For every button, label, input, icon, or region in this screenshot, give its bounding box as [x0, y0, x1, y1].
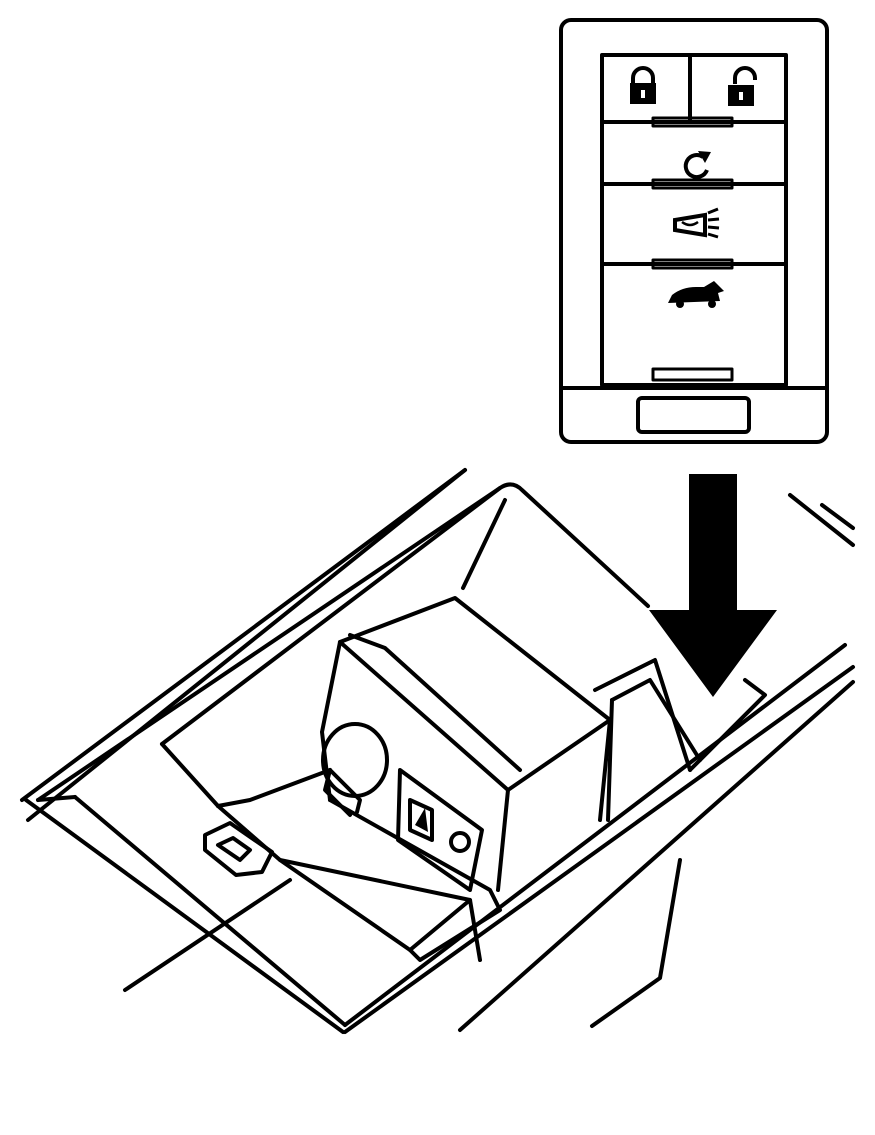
- center-console: [20, 468, 855, 1034]
- bin-floor: [216, 804, 482, 962]
- console-edge: [458, 680, 855, 1032]
- pocket-edge: [496, 788, 510, 892]
- down-arrow: [649, 474, 777, 697]
- console-edge: [24, 798, 345, 1034]
- circular-arrow-icon: [683, 151, 711, 180]
- bin-floor: [216, 768, 332, 808]
- transmitter-pocket-lip: [348, 633, 522, 772]
- console-edge: [36, 795, 77, 802]
- storage-bin-rim: [688, 678, 767, 772]
- fob-button-panel: [600, 53, 788, 387]
- fob-ridge: [651, 367, 734, 382]
- fob-ridge: [651, 116, 734, 128]
- fob-ridge: [651, 178, 734, 190]
- key-fob: [559, 18, 829, 444]
- lock-open-icon: [728, 66, 757, 106]
- fob-key-release-button: [636, 396, 751, 434]
- storage-bin-rim: [160, 742, 220, 808]
- bin-floor: [328, 798, 502, 962]
- pocket-edge: [598, 718, 612, 822]
- console-edge: [36, 486, 502, 802]
- bin-floor: [278, 858, 472, 952]
- fob-ridge: [651, 258, 734, 270]
- transmitter-pocket: [338, 596, 612, 792]
- console-edge: [590, 858, 682, 1028]
- fob-outline: [559, 18, 829, 444]
- latch-clip: [203, 821, 274, 877]
- console-edge: [73, 795, 347, 1027]
- console-edge: [343, 643, 847, 1027]
- storage-bin-rim: [610, 678, 702, 762]
- console-edge: [820, 503, 855, 530]
- usb-port: [396, 768, 484, 892]
- lock-closed-icon: [630, 66, 656, 104]
- console-edge: [788, 493, 855, 547]
- console-edge: [26, 468, 467, 822]
- console-edge: [20, 468, 467, 802]
- car-trunk-icon: [668, 281, 724, 308]
- horn-lights-icon: [673, 207, 720, 239]
- console-edge: [123, 878, 292, 992]
- storage-bin-rim: [160, 482, 650, 746]
- console-edge: [343, 665, 855, 1034]
- power-outlet: [321, 722, 389, 817]
- storage-bin-rim: [461, 498, 507, 590]
- pocket-front-panel: [320, 640, 342, 802]
- storage-bin-rim: [593, 658, 692, 772]
